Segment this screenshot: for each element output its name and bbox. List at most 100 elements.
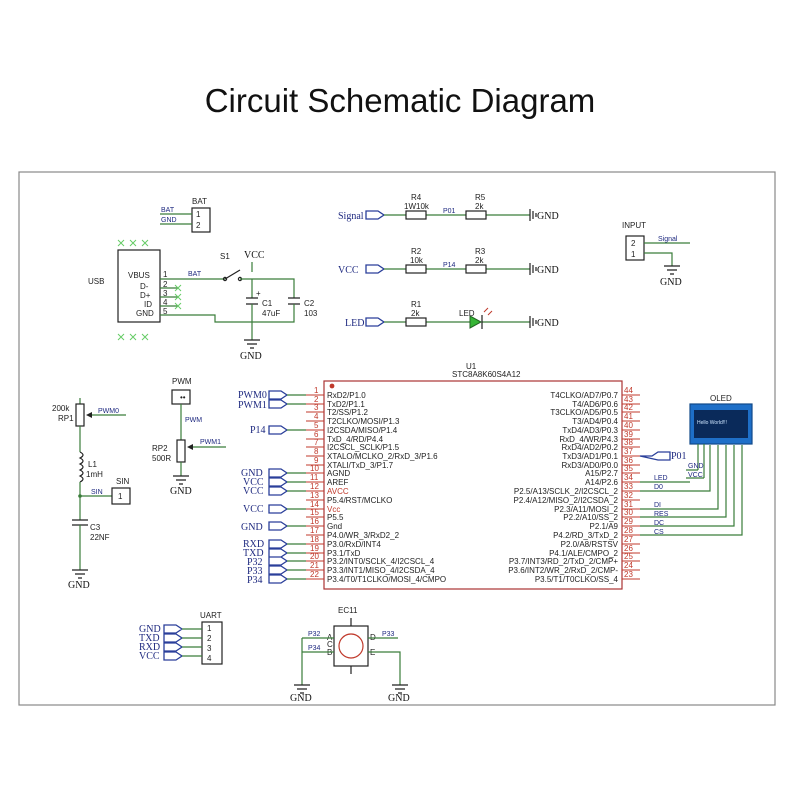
svg-text:2: 2 (207, 634, 212, 643)
svg-text:VCC: VCC (139, 651, 160, 662)
svg-text:T4CLKO/AD7/P0.7: T4CLKO/AD7/P0.7 (550, 391, 618, 400)
svg-text:P32: P32 (308, 631, 321, 638)
svg-text:4: 4 (163, 298, 168, 307)
svg-text:USB: USB (88, 277, 104, 286)
svg-text:1: 1 (314, 386, 319, 395)
svg-text:STC8A8K60S4A12: STC8A8K60S4A12 (452, 370, 521, 379)
svg-text:S1: S1 (220, 252, 230, 261)
svg-text:15: 15 (310, 508, 319, 517)
svg-text:GND: GND (241, 522, 263, 533)
svg-text:P34: P34 (308, 645, 321, 652)
svg-text:VBUS: VBUS (128, 271, 150, 280)
svg-text:RP2: RP2 (152, 444, 168, 453)
svg-text:1mH: 1mH (86, 470, 103, 479)
svg-text:VCC: VCC (243, 504, 264, 515)
svg-text:AVCC: AVCC (327, 487, 349, 496)
svg-text:VCC: VCC (244, 250, 265, 261)
svg-text:TxD4/AD3/P0.3: TxD4/AD3/P0.3 (562, 426, 618, 435)
svg-text:TXD: TXD (243, 548, 264, 559)
svg-text:P2.1/A9: P2.1/A9 (590, 522, 619, 531)
svg-text:U1: U1 (466, 362, 477, 371)
svg-text:5: 5 (163, 307, 168, 316)
svg-text:P2.2/A10/SS_2: P2.2/A10/SS_2 (563, 513, 618, 522)
svg-text:P01: P01 (443, 208, 456, 215)
svg-text:UART: UART (200, 611, 222, 620)
svg-text:PWM0: PWM0 (238, 390, 267, 401)
svg-text:37: 37 (624, 447, 633, 456)
svg-text:35: 35 (624, 464, 633, 473)
svg-text:P33: P33 (247, 566, 263, 577)
uart-connector: UART 1 2 3 4 GND TXD RXD VCC (139, 611, 223, 665)
svg-text:P3.6/INT2/WR_2/RxD_2/CMP-: P3.6/INT2/WR_2/RxD_2/CMP- (508, 566, 618, 575)
svg-text:25: 25 (624, 552, 633, 561)
svg-text:26: 26 (624, 544, 633, 553)
svg-text:VCC: VCC (243, 477, 264, 488)
svg-text:PWM: PWM (185, 417, 202, 424)
svg-text:GND: GND (136, 309, 154, 318)
u1-right-pins: 44 43 42 41 40 39 38 37 36 35 34 33 32 3… (508, 386, 640, 584)
u1-mcu: U1 STC8A8K60S4A12 1 2 3 4 5 6 7 8 9 10 1… (306, 362, 640, 590)
svg-text:44: 44 (624, 386, 633, 395)
svg-text:12: 12 (310, 482, 319, 491)
svg-text:P33: P33 (382, 631, 395, 638)
svg-text:OLED: OLED (710, 394, 732, 403)
svg-text:Gnd: Gnd (327, 522, 342, 531)
svg-text:27: 27 (624, 535, 633, 544)
svg-text:2: 2 (163, 280, 168, 289)
svg-text:P01: P01 (671, 451, 687, 462)
u1-right-nets: P01 LED D0 DI RES DC CS (639, 445, 743, 536)
svg-text:RxD3/AD0/P0.0: RxD3/AD0/P0.0 (562, 461, 619, 470)
svg-text:DC: DC (654, 520, 664, 527)
svg-text:P14: P14 (443, 262, 456, 269)
svg-text:GND: GND (290, 693, 312, 704)
svg-text:Signal: Signal (658, 236, 678, 243)
svg-text:17: 17 (310, 526, 319, 535)
svg-text:GND: GND (688, 463, 704, 470)
svg-text:22: 22 (310, 570, 319, 579)
svg-text:P32: P32 (247, 557, 263, 568)
svg-text:••: •• (180, 393, 186, 402)
svg-text:Vcc: Vcc (327, 505, 340, 514)
svg-text:47uF: 47uF (262, 309, 280, 318)
svg-text:VCC: VCC (338, 265, 359, 276)
svg-text:I2CSDA/MISO/P1.4: I2CSDA/MISO/P1.4 (327, 426, 398, 435)
svg-text:TxD2/P1.1: TxD2/P1.1 (327, 400, 365, 409)
svg-text:TXD: TXD (139, 633, 160, 644)
svg-text:BAT: BAT (161, 207, 175, 214)
svg-text:3: 3 (163, 289, 168, 298)
svg-text:PWM1: PWM1 (238, 400, 267, 411)
svg-text:Signal: Signal (338, 211, 364, 222)
power-switch-section: S1 VCC + C1 47uF C2 103 GND (220, 250, 318, 362)
svg-text:PWM0: PWM0 (98, 408, 119, 415)
svg-text:C3: C3 (90, 523, 101, 532)
svg-text:2: 2 (314, 395, 319, 404)
svg-text:LED: LED (459, 309, 475, 318)
svg-text:GND: GND (537, 318, 559, 329)
svg-text:P14: P14 (250, 425, 266, 436)
svg-text:D+: D+ (140, 291, 151, 300)
svg-text:1: 1 (118, 492, 123, 501)
svg-text:36: 36 (624, 456, 633, 465)
svg-text:P3.0/RxD/INT4: P3.0/RxD/INT4 (327, 540, 381, 549)
ec11-encoder: EC11 A B C D E P32 P34 P33 GND GND (290, 606, 410, 704)
svg-text:BAT: BAT (188, 271, 202, 278)
svg-text:500R: 500R (152, 454, 171, 463)
svg-text:38: 38 (624, 438, 633, 447)
svg-text:40: 40 (624, 421, 633, 430)
svg-text:VCC: VCC (243, 486, 264, 497)
svg-text:P3.4/T0/T1CLKO/MOSI_4/CMPO: P3.4/T0/T1CLKO/MOSI_4/CMPO (327, 575, 446, 584)
svg-text:8: 8 (314, 447, 319, 456)
svg-text:LED: LED (345, 318, 364, 329)
vcc-resistor-network: VCC R2 10k R3 2k P14 GND (338, 247, 559, 276)
svg-text:20: 20 (310, 552, 319, 561)
svg-text:P3.2/INT0/SCLK_4/I2CSCL_4: P3.2/INT0/SCLK_4/I2CSCL_4 (327, 557, 435, 566)
svg-text:RP1: RP1 (58, 414, 74, 423)
rp1-filter-section: 200k RP1 PWM0 L1 1mH SIN 1 SIN C3 22NF G… (52, 398, 131, 591)
svg-text:33: 33 (624, 482, 633, 491)
oled-module: OLED Hello World!!! GND VCC (686, 394, 753, 479)
svg-text:BAT: BAT (192, 197, 207, 206)
svg-text:GND: GND (241, 468, 263, 479)
svg-text:4: 4 (207, 654, 212, 663)
svg-text:9: 9 (314, 456, 319, 465)
svg-text:13: 13 (310, 491, 319, 500)
